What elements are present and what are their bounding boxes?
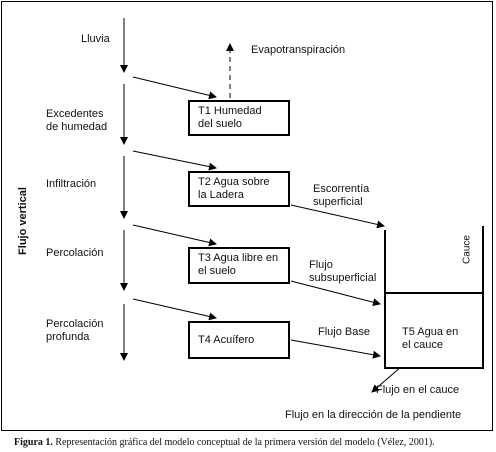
vertical-flow-label: Flujo vertical: [17, 187, 29, 255]
label-percolacion: Percolación: [46, 247, 104, 259]
tank-t4: T4 Acuífero: [188, 321, 290, 359]
caption-prefix: Figura 1.: [14, 437, 53, 448]
tank-t3: T3 Agua libre en el suelo: [188, 247, 290, 284]
label-evapotranspiracion: Evapotranspiración: [251, 44, 346, 56]
figure-caption: Figura 1. Representación gráfica del mod…: [14, 437, 494, 448]
arrow-to-t3: [132, 224, 217, 247]
label-excedentes: Excedentes de humedad: [46, 108, 108, 133]
label-subsuperficial: Flujo subsuperficial: [309, 259, 377, 284]
arrow-to-t2: [132, 150, 217, 171]
tank-t1-label: T1 Humedad del suelo: [198, 105, 262, 130]
label-infiltracion: Infiltración: [46, 178, 97, 190]
tank-t2-label: T2 Agua sobre la Ladera: [198, 176, 270, 201]
label-flujo-base: Flujo Base: [318, 326, 370, 338]
tank-t4-label: T4 Acuífero: [198, 334, 255, 346]
tank-t5: T5 Agua en el cauce: [384, 292, 484, 369]
cauce-label: Cauce: [461, 235, 473, 264]
label-flujo-pendiente: Flujo en la dirección de la pendiente: [285, 409, 462, 421]
flujo-cauce-arrow: [371, 365, 403, 393]
tank-t2: T2 Agua sobre la Ladera: [188, 171, 290, 207]
label-flujo-cauce: Flujo en el cauce: [376, 384, 460, 396]
flujo-base-arrow: [290, 339, 381, 359]
arrow-to-t4: [132, 298, 217, 321]
arrow-to-t1: [132, 76, 217, 100]
escorrentia-arrow: [290, 204, 385, 229]
label-percolacion-profunda: Percolación profunda: [46, 318, 104, 343]
subsuperficial-arrow: [290, 280, 381, 307]
tank-t3-label: T3 Agua libre en el suelo: [198, 252, 279, 277]
label-lluvia: Lluvia: [81, 33, 110, 45]
tank-t5-label: T5 Agua en el cauce: [402, 326, 459, 351]
caption-text: Representación gráfica del modelo concep…: [52, 437, 435, 448]
label-escorrentia: Escorrentía superficial: [313, 183, 370, 208]
tank-t1: T1 Humedad del suelo: [188, 100, 290, 136]
